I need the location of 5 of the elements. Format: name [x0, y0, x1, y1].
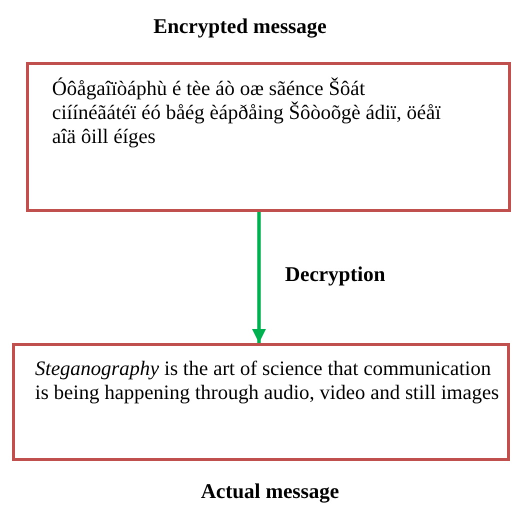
message-heading: Encrypted message — [153, 14, 327, 39]
arrow — [252, 212, 266, 343]
message-text: Óôågaîïòáphù é tèe áò oæ sãénce Šôát ciíínéãátéï éó båég èápðåing Šôòoõgè ádiï, öéåï aîä ôill éíges — [52, 77, 442, 149]
message-heading: Actual message — [200, 479, 340, 504]
message-text: Steganography is the art of science that communication is being happening through audio, video and still images — [35, 357, 500, 405]
